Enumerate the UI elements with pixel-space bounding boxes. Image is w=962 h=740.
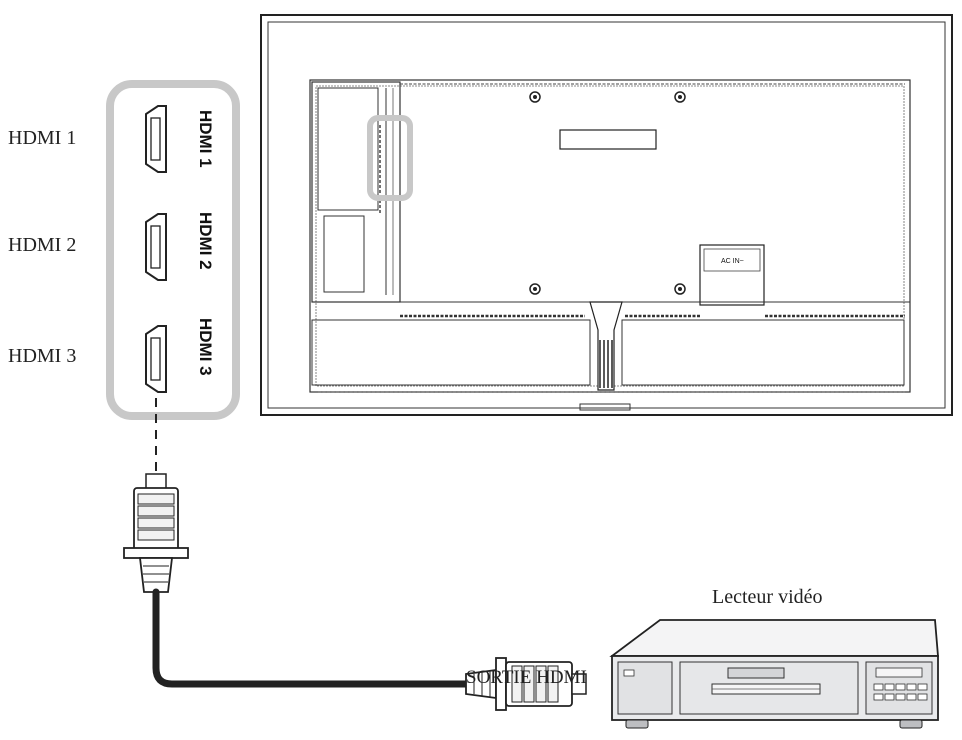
label-hdmi3: HDMI 3 xyxy=(8,345,76,367)
hdmi-port-panel: HDMI 1 HDMI 2 HDMI 3 xyxy=(106,80,240,420)
mount-screw-tl xyxy=(529,91,541,103)
mount-screw-br xyxy=(674,283,686,295)
label-hdmi-out: SORTIE HDMI xyxy=(466,667,587,688)
hdmi-plug-player-end xyxy=(465,657,587,711)
rear-hdmi-highlight xyxy=(367,115,413,201)
video-player xyxy=(609,619,939,729)
hdmi-port-2 xyxy=(145,213,167,281)
label-video-player: Lecteur vidéo xyxy=(712,586,823,608)
ac-in-label: AC IN~ xyxy=(721,258,744,265)
port-label-hdmi2: HDMI 2 xyxy=(196,212,215,270)
mount-screw-tr xyxy=(674,91,686,103)
label-hdmi1: HDMI 1 xyxy=(8,127,76,149)
player-button-row xyxy=(873,683,928,701)
mount-screw-bl xyxy=(529,283,541,295)
port-label-hdmi3: HDMI 3 xyxy=(196,318,215,376)
hdmi-plug-monitor-end xyxy=(123,473,189,593)
hdmi-cable xyxy=(152,588,474,688)
label-hdmi2: HDMI 2 xyxy=(8,234,76,256)
hdmi-port-3 xyxy=(145,325,167,393)
hdmi-port-1 xyxy=(145,105,167,173)
port-label-hdmi1: HDMI 1 xyxy=(196,110,215,168)
monitor-rear-view: AC IN~ xyxy=(260,14,953,416)
